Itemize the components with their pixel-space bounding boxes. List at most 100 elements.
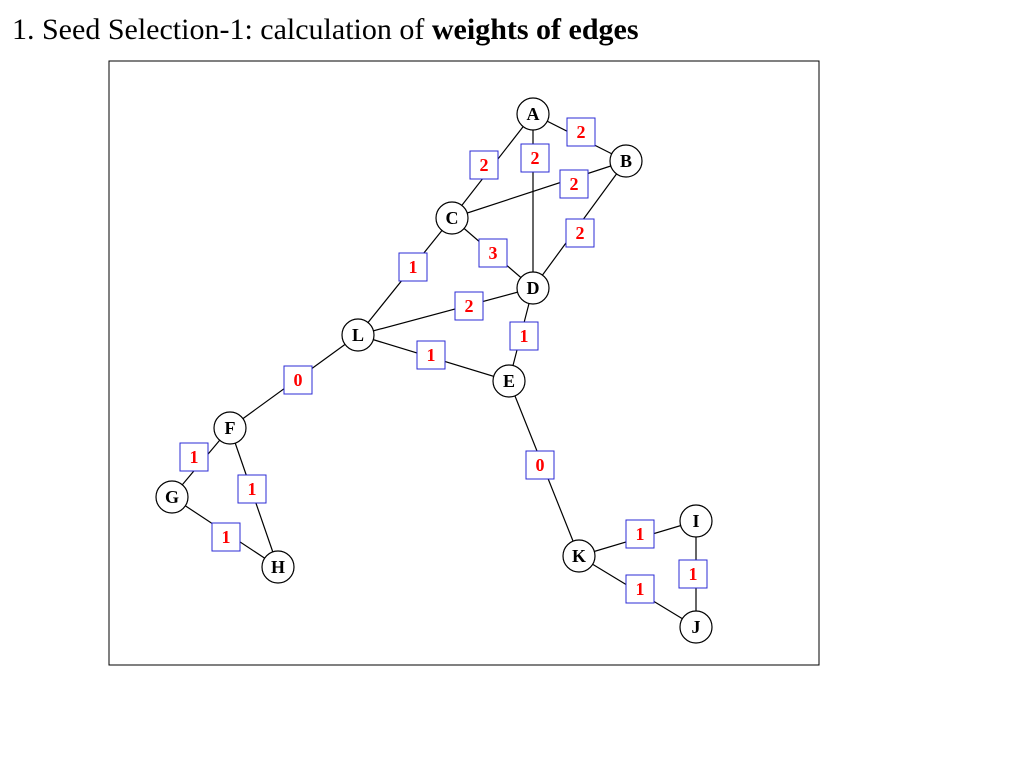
node-b: B bbox=[609, 144, 643, 178]
weight-box-frame bbox=[625, 574, 655, 604]
node-circle bbox=[341, 318, 375, 352]
weight-box-l-f: 0 bbox=[283, 365, 313, 395]
node-label: H bbox=[271, 557, 285, 577]
weight-box-frame bbox=[237, 474, 267, 504]
node-label: K bbox=[572, 546, 586, 566]
edge-weight-label: 2 bbox=[576, 223, 585, 243]
weight-box-frame bbox=[509, 321, 539, 351]
node-e: E bbox=[492, 364, 526, 398]
weights-layer: 2 2 2 2 2 3 1 2 1 1 0 1 1 1 0 1 1 1 bbox=[179, 117, 708, 604]
nodes-layer: A B C D L E F G H K I J bbox=[155, 97, 713, 644]
weight-box-frame bbox=[478, 238, 508, 268]
weight-box-frame bbox=[678, 559, 708, 589]
node-label: A bbox=[527, 104, 540, 124]
node-circle bbox=[516, 271, 550, 305]
node-k: K bbox=[562, 539, 596, 573]
edge-weight-label: 1 bbox=[636, 524, 645, 544]
edge-weight-label: 1 bbox=[689, 564, 698, 584]
edge-weight-label: 1 bbox=[409, 257, 418, 277]
node-d: D bbox=[516, 271, 550, 305]
weight-box-c-d: 3 bbox=[478, 238, 508, 268]
weight-box-k-j: 1 bbox=[625, 574, 655, 604]
weight-box-frame bbox=[179, 442, 209, 472]
diagram-frame bbox=[108, 60, 820, 666]
weight-box-i-j: 1 bbox=[678, 559, 708, 589]
edge-weight-label: 2 bbox=[480, 155, 489, 175]
weight-box-frame bbox=[398, 252, 428, 282]
edges-layer bbox=[171, 113, 697, 628]
weight-box-e-k: 0 bbox=[525, 450, 555, 480]
node-label: B bbox=[620, 151, 632, 171]
weight-box-frame bbox=[566, 117, 596, 147]
edge-weight-label: 2 bbox=[577, 122, 586, 142]
title-bold: weights of edges bbox=[431, 13, 639, 46]
edge-weight-label: 0 bbox=[294, 370, 303, 390]
weight-box-l-d: 2 bbox=[454, 291, 484, 321]
node-label: G bbox=[165, 487, 179, 507]
node-l: L bbox=[341, 318, 375, 352]
weight-box-a-d: 2 bbox=[520, 143, 550, 173]
weight-box-frame bbox=[283, 365, 313, 395]
weight-box-frame bbox=[525, 450, 555, 480]
node-circle bbox=[155, 480, 189, 514]
weight-box-d-e: 1 bbox=[509, 321, 539, 351]
node-circle bbox=[516, 97, 550, 131]
edge-weight-label: 3 bbox=[489, 243, 498, 263]
node-circle bbox=[609, 144, 643, 178]
node-label: I bbox=[692, 511, 699, 531]
edge-l-d bbox=[357, 287, 534, 336]
edge-weight-label: 2 bbox=[465, 296, 474, 316]
weight-box-frame bbox=[565, 218, 595, 248]
weight-box-c-l: 1 bbox=[398, 252, 428, 282]
node-g: G bbox=[155, 480, 189, 514]
edge-c-b bbox=[451, 160, 627, 219]
node-j: J bbox=[679, 610, 713, 644]
node-a: A bbox=[516, 97, 550, 131]
weight-box-frame bbox=[211, 522, 241, 552]
edge-weight-label: 1 bbox=[636, 579, 645, 599]
node-label: C bbox=[446, 208, 459, 228]
weight-box-frame bbox=[454, 291, 484, 321]
node-circle bbox=[261, 550, 295, 584]
edge-weight-label: 2 bbox=[570, 174, 579, 194]
node-h: H bbox=[261, 550, 295, 584]
edge-weight-label: 1 bbox=[427, 345, 436, 365]
node-c: C bbox=[435, 201, 469, 235]
node-label: L bbox=[352, 325, 364, 345]
node-label: D bbox=[527, 278, 540, 298]
node-circle bbox=[213, 411, 247, 445]
weight-box-f-h: 1 bbox=[237, 474, 267, 504]
weight-box-f-g: 1 bbox=[179, 442, 209, 472]
weight-box-frame bbox=[469, 150, 499, 180]
slide-title: 1. Seed Selection-1: calculation of weig… bbox=[12, 10, 639, 50]
weight-box-l-e: 1 bbox=[416, 340, 446, 370]
weight-box-c-b: 2 bbox=[559, 169, 589, 199]
node-label: E bbox=[503, 371, 515, 391]
weight-box-frame bbox=[559, 169, 589, 199]
node-f: F bbox=[213, 411, 247, 445]
weight-box-b-d: 2 bbox=[565, 218, 595, 248]
node-circle bbox=[492, 364, 526, 398]
weight-box-g-h: 1 bbox=[211, 522, 241, 552]
node-circle bbox=[679, 504, 713, 538]
weight-box-frame bbox=[520, 143, 550, 173]
weight-box-frame bbox=[416, 340, 446, 370]
weight-box-frame bbox=[625, 519, 655, 549]
edge-weight-label: 2 bbox=[531, 148, 540, 168]
node-label: F bbox=[225, 418, 236, 438]
node-label: J bbox=[692, 617, 701, 637]
edge-weight-label: 1 bbox=[222, 527, 231, 547]
title-prefix: 1. Seed Selection-1: calculation of bbox=[12, 13, 432, 46]
node-circle bbox=[679, 610, 713, 644]
edge-weight-label: 1 bbox=[248, 479, 257, 499]
weight-box-a-b: 2 bbox=[566, 117, 596, 147]
edge-weight-label: 1 bbox=[190, 447, 199, 467]
node-circle bbox=[562, 539, 596, 573]
node-i: I bbox=[679, 504, 713, 538]
edge-weight-label: 0 bbox=[536, 455, 545, 475]
weight-box-a-c: 2 bbox=[469, 150, 499, 180]
edge-weight-label: 1 bbox=[520, 326, 529, 346]
node-circle bbox=[435, 201, 469, 235]
